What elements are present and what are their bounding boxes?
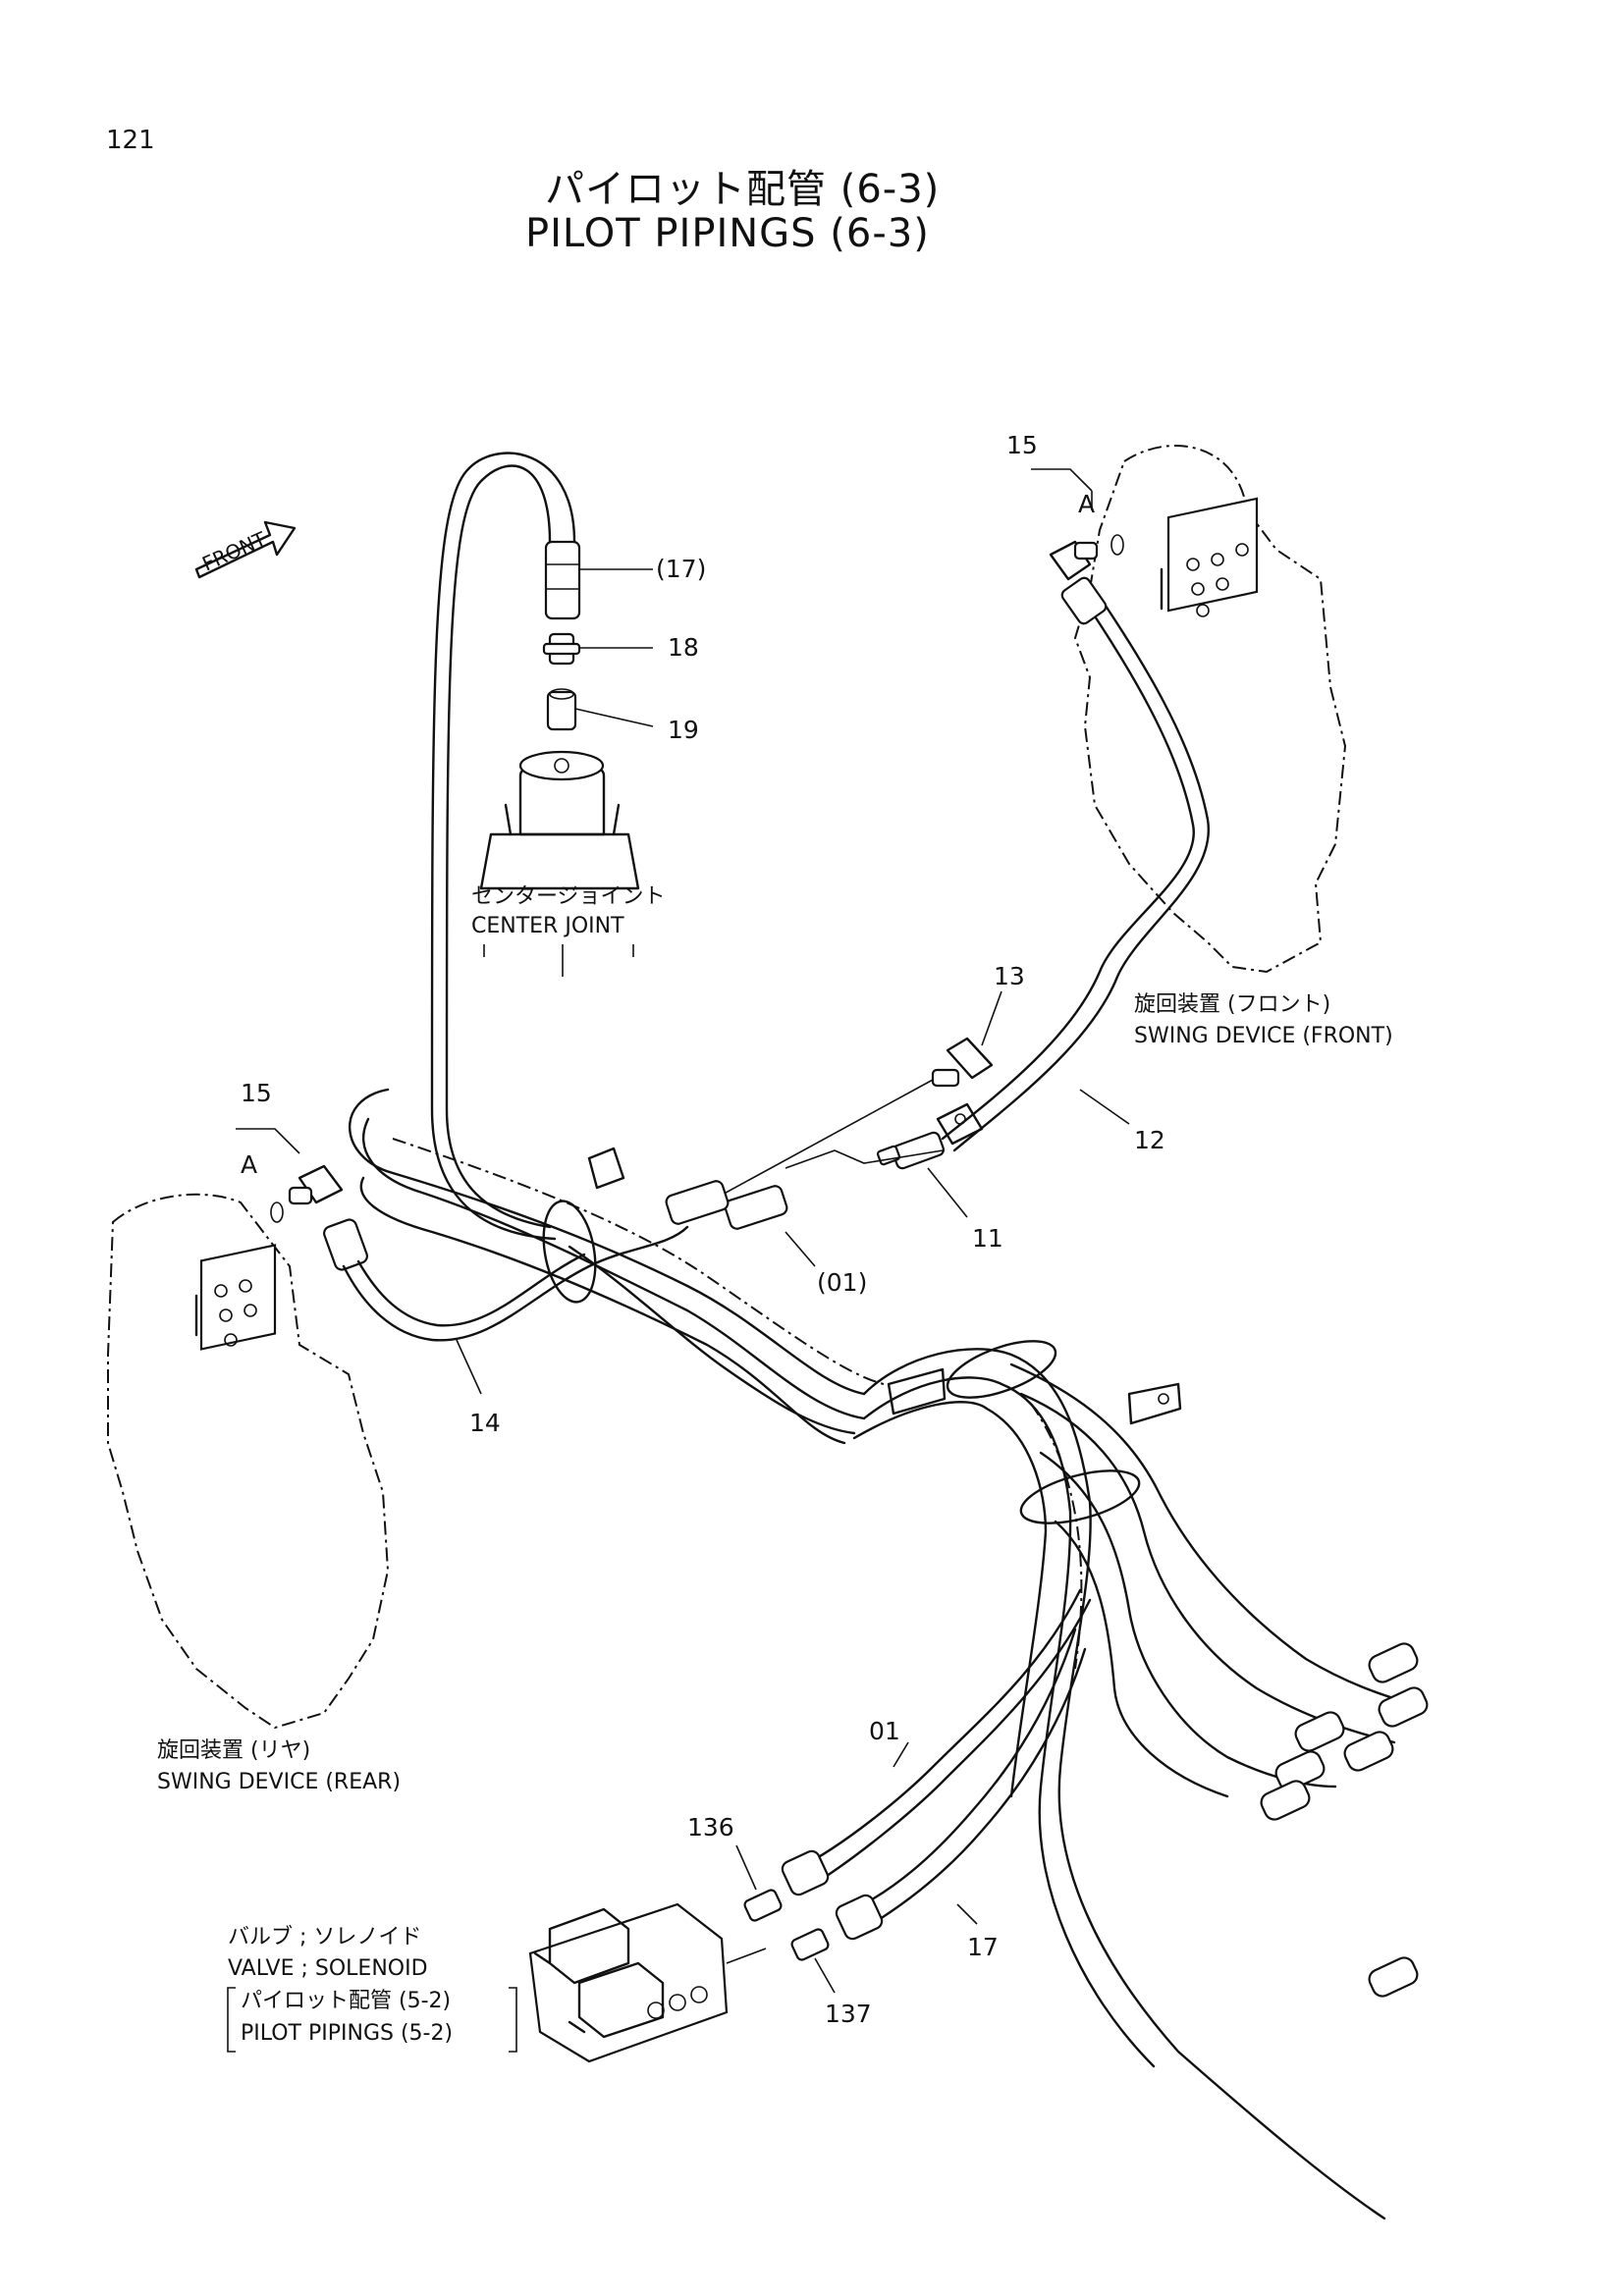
fitting-15-front bbox=[1031, 468, 1124, 581]
elbow-13 bbox=[931, 1037, 994, 1088]
hose-14 bbox=[323, 1218, 689, 1342]
callout-136: 136 bbox=[687, 1813, 734, 1842]
hose-clamp bbox=[542, 1147, 1182, 1524]
swing-device-rear-housing bbox=[107, 1193, 390, 1730]
callout-a-rear: A bbox=[241, 1150, 257, 1179]
center-joint-label-jp: センタージョイント bbox=[471, 884, 666, 909]
valve-label-en: VALVE ; SOLENOID bbox=[228, 1956, 428, 1981]
front-arrow-icon: FRONT bbox=[194, 520, 297, 579]
nipple-18 bbox=[542, 632, 581, 666]
callout-18: 18 bbox=[668, 633, 699, 662]
tee-fitting bbox=[936, 1102, 984, 1146]
swing-device-front-housing bbox=[1073, 445, 1347, 974]
swing-front-label-jp: 旋回装置 (フロント) bbox=[1134, 992, 1330, 1017]
adapter-19 bbox=[546, 688, 577, 731]
swing-rear-label-jp: 旋回装置 (リヤ) bbox=[157, 1738, 310, 1763]
front-label: FRONT bbox=[198, 527, 270, 576]
callout-01-paren: (01) bbox=[817, 1268, 867, 1297]
hose-bundle bbox=[349, 1088, 1426, 2220]
page-number: 121 bbox=[106, 126, 155, 155]
center-joint bbox=[479, 750, 640, 890]
connector-137 bbox=[790, 1928, 830, 1961]
callout-01: 01 bbox=[869, 1717, 900, 1745]
hose-ends-right bbox=[1260, 1642, 1429, 1998]
center-joint-hose bbox=[430, 452, 576, 1241]
solenoid-valve bbox=[528, 1902, 767, 2063]
callout-137: 137 bbox=[825, 2000, 872, 2028]
callout-15-front: 15 bbox=[1006, 431, 1038, 459]
callout-19: 19 bbox=[668, 716, 699, 744]
hose-12 bbox=[941, 576, 1211, 1152]
valve-ref-jp: パイロット配管 (5-2) bbox=[241, 1989, 451, 2013]
valve-ref-en: PILOT PIPINGS (5-2) bbox=[241, 2021, 453, 2046]
valve-label-jp: バルブ ; ソレノイド bbox=[228, 1925, 421, 1949]
callout-17: 17 bbox=[967, 1933, 999, 1961]
hose-end-17 bbox=[544, 540, 581, 620]
callout-17-paren: (17) bbox=[656, 555, 706, 583]
callout-11: 11 bbox=[972, 1224, 1003, 1253]
connector-136 bbox=[743, 1889, 783, 1922]
callout-15-rear: 15 bbox=[241, 1079, 272, 1107]
callout-13: 13 bbox=[994, 962, 1025, 990]
swing-rear-label-en: SWING DEVICE (REAR) bbox=[157, 1770, 401, 1794]
center-joint-label-en: CENTER JOINT bbox=[471, 914, 624, 938]
title-japanese: パイロット配管 (6-3) bbox=[545, 167, 941, 212]
hose-end-01-paren bbox=[665, 1180, 788, 1230]
swing-front-label-en: SWING DEVICE (FRONT) bbox=[1134, 1024, 1393, 1048]
callout-a-front: A bbox=[1078, 490, 1095, 518]
title-english: PILOT PIPINGS (6-3) bbox=[525, 211, 930, 256]
hose-01-and-17 bbox=[781, 1588, 1092, 1941]
callout-12: 12 bbox=[1134, 1126, 1165, 1154]
callout-14: 14 bbox=[469, 1409, 501, 1437]
fitting-15-rear bbox=[236, 1128, 344, 1223]
connector-11 bbox=[876, 1131, 946, 1170]
